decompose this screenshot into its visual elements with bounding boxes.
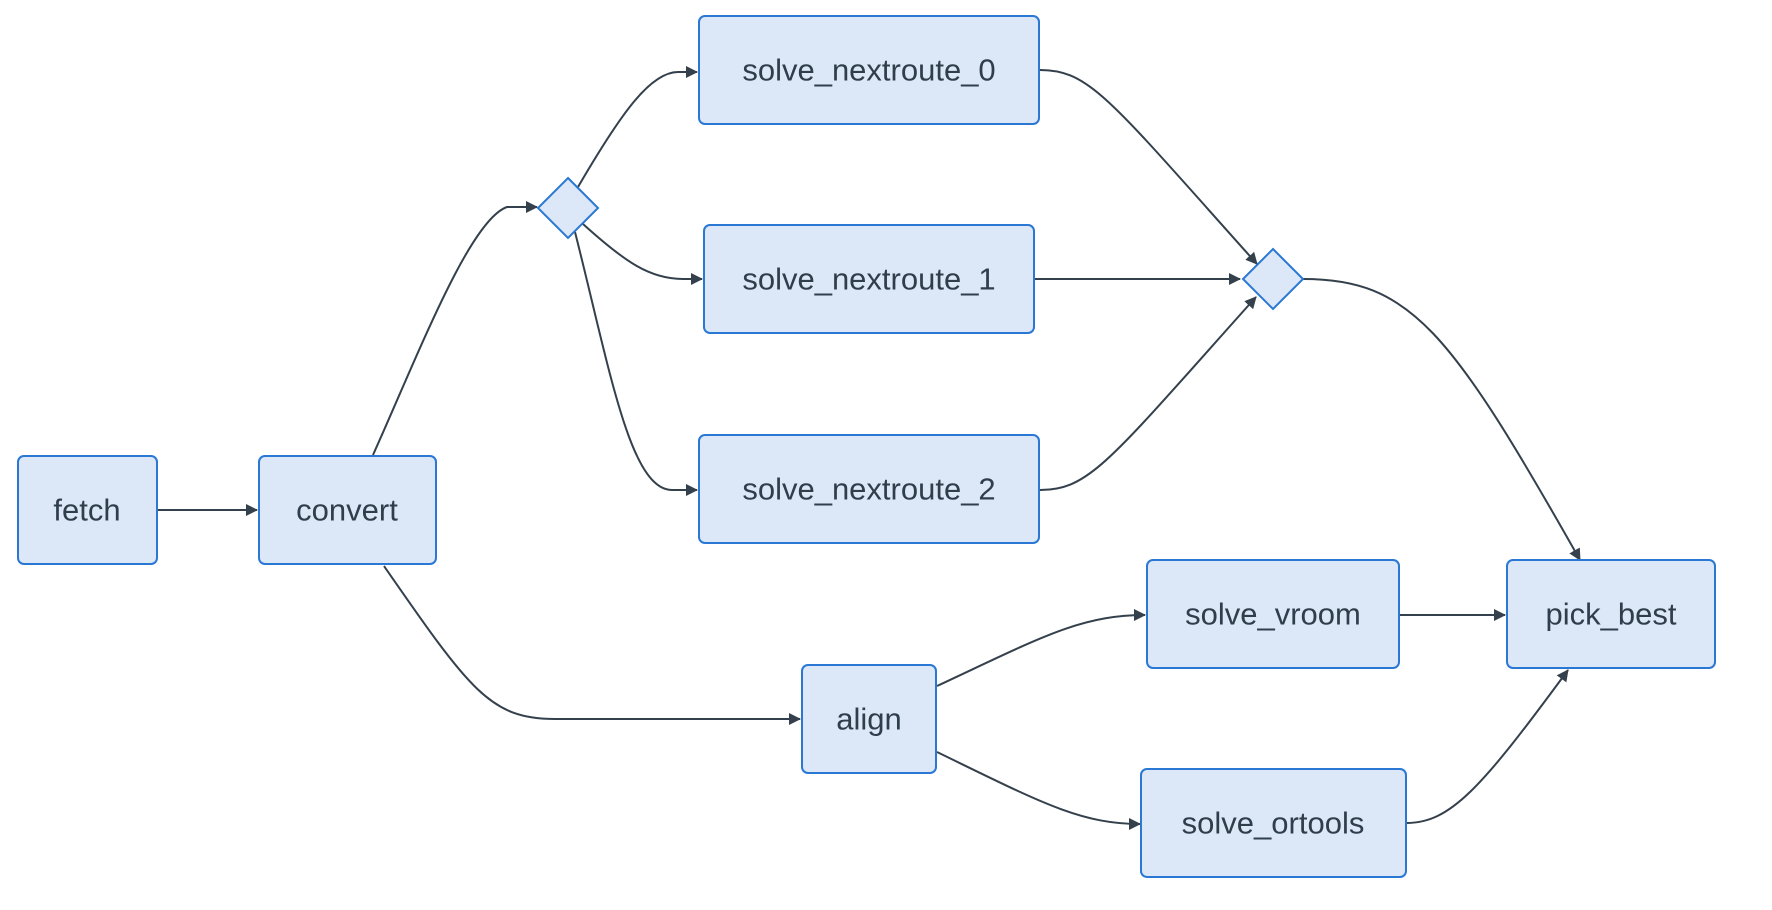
gateways bbox=[536, 176, 1305, 311]
edge-solve-ortools-pick-best bbox=[1405, 669, 1569, 824]
node-fetch-label: fetch bbox=[53, 493, 120, 528]
node-solve-nextroute-0-label: solve_nextroute_0 bbox=[742, 53, 995, 88]
node-solve-ortools-label: solve_ortools bbox=[1182, 806, 1365, 841]
node-solve-nextroute-2-label: solve_nextroute_2 bbox=[742, 472, 995, 507]
edge-fork-solve-nextroute-2 bbox=[574, 231, 698, 496]
node-solve-nextroute-0[interactable]: solve_nextroute_0 bbox=[698, 15, 1040, 125]
edges bbox=[157, 66, 1581, 830]
node-fetch[interactable]: fetch bbox=[17, 455, 158, 565]
edge-solve-nextroute-0-join bbox=[1039, 69, 1258, 265]
join-gateway[interactable] bbox=[1241, 247, 1305, 311]
edge-align-solve-ortools bbox=[936, 751, 1141, 830]
node-pick-best-label: pick_best bbox=[1546, 597, 1677, 632]
node-pick-best[interactable]: pick_best bbox=[1506, 559, 1716, 669]
edge-convert-align bbox=[383, 565, 801, 725]
node-align-label: align bbox=[836, 702, 902, 737]
fork-gateway[interactable] bbox=[536, 176, 600, 240]
node-solve-vroom-label: solve_vroom bbox=[1185, 597, 1361, 632]
edge-solve-nextroute-2-join bbox=[1039, 296, 1257, 491]
edge-fork-solve-nextroute-1 bbox=[582, 223, 703, 285]
edge-align-solve-vroom bbox=[936, 609, 1146, 687]
node-solve-ortools[interactable]: solve_ortools bbox=[1140, 768, 1407, 878]
node-solve-nextroute-1[interactable]: solve_nextroute_1 bbox=[703, 224, 1035, 334]
edge-convert-fork bbox=[372, 201, 538, 456]
node-solve-nextroute-1-label: solve_nextroute_1 bbox=[742, 262, 995, 297]
node-solve-vroom[interactable]: solve_vroom bbox=[1146, 559, 1400, 669]
node-solve-nextroute-2[interactable]: solve_nextroute_2 bbox=[698, 434, 1040, 544]
node-align[interactable]: align bbox=[801, 664, 937, 774]
nodes: fetch convert solve_nextroute_0 solve_ne… bbox=[17, 15, 1716, 878]
edge-join-pick-best bbox=[1302, 278, 1581, 561]
node-convert-label: convert bbox=[296, 493, 398, 528]
node-convert[interactable]: convert bbox=[258, 455, 437, 565]
edge-fork-solve-nextroute-0 bbox=[577, 66, 698, 188]
